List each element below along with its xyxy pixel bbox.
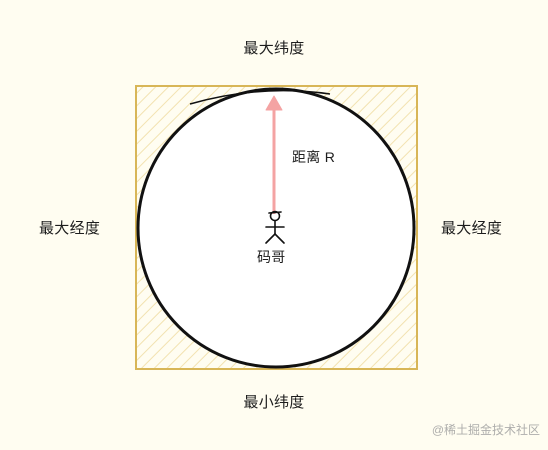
- watermark: @稀土掘金技术社区: [431, 423, 540, 437]
- max-latitude-label: 最大纬度: [243, 40, 305, 57]
- distance-label: 距离 R: [292, 149, 336, 165]
- max-longitude-left-label: 最大经度: [39, 220, 101, 237]
- max-longitude-right-label: 最大经度: [441, 220, 503, 237]
- radius-circle: [136, 87, 416, 369]
- arrow-up-icon: [265, 95, 283, 214]
- person-label: 码哥: [257, 249, 286, 265]
- stick-figure-icon: [265, 210, 285, 244]
- circle-sketch-overlap: [189, 89, 331, 105]
- min-latitude-label: 最小纬度: [243, 394, 305, 411]
